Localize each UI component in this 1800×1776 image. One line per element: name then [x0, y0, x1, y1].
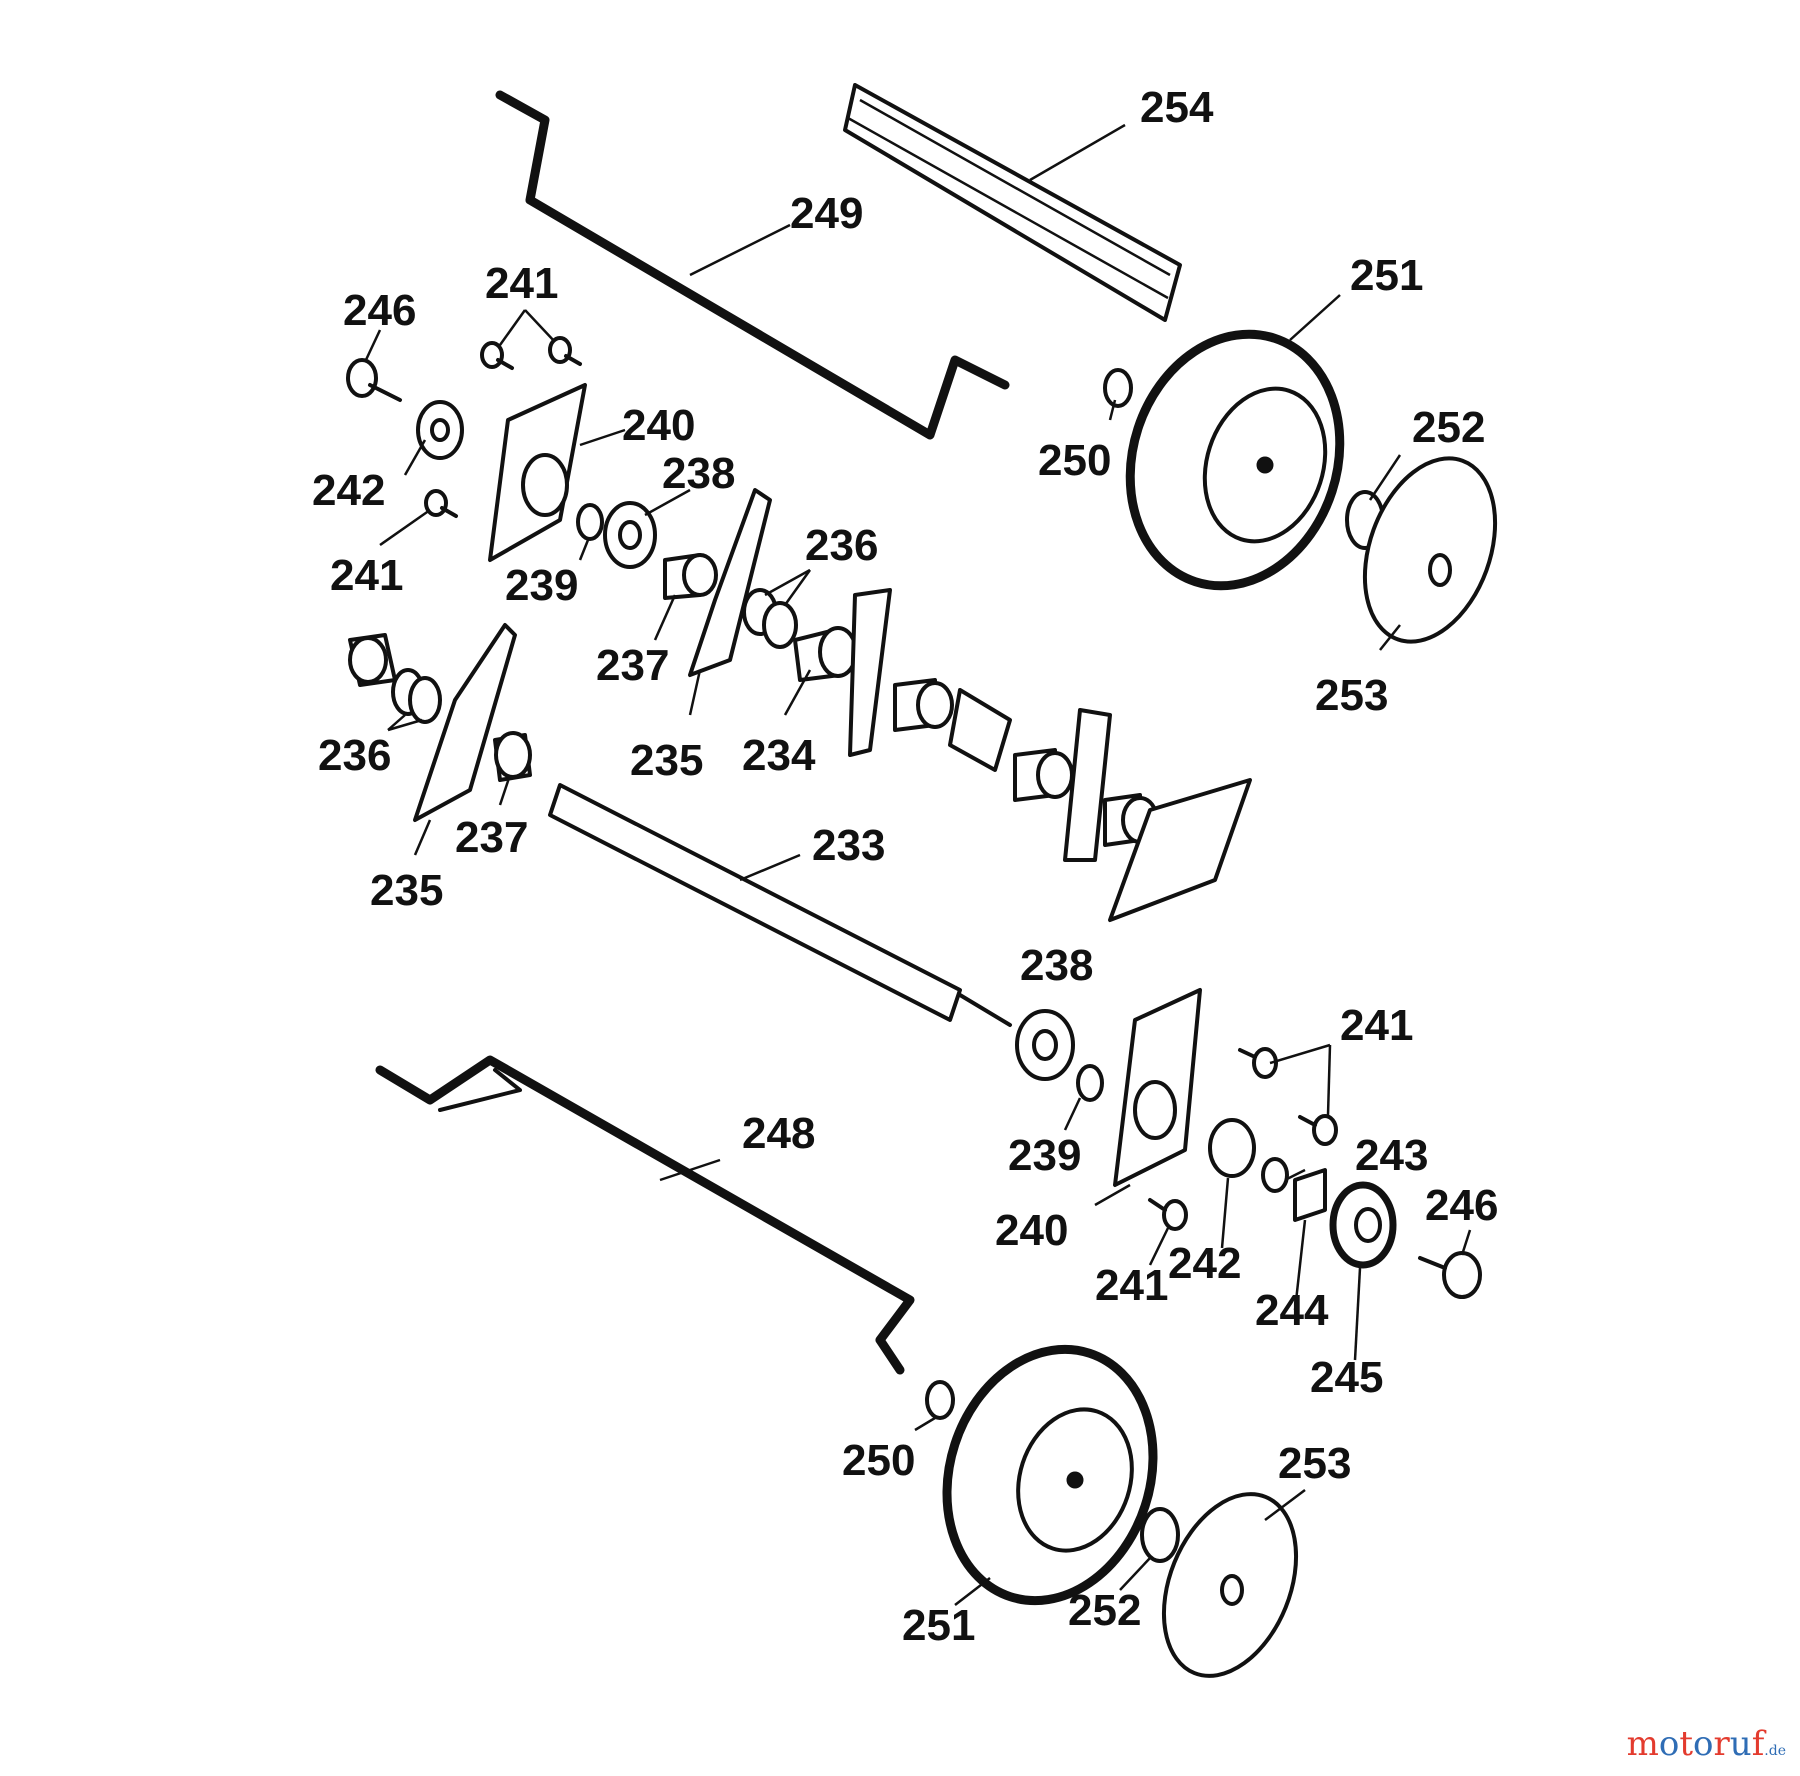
- part-252-hubcap-lower: [1140, 1507, 1180, 1563]
- part-239-washer-upper: [576, 503, 604, 541]
- label-239-lower: 239: [1008, 1131, 1081, 1180]
- label-240-lower: 240: [995, 1206, 1068, 1255]
- part-243-washer-lower: [1261, 1157, 1289, 1193]
- part-blade-mid-a: [848, 588, 892, 757]
- label-248: 248: [742, 1109, 815, 1158]
- part-240-side-plate-upper: [488, 383, 587, 562]
- part-246-bolt-upper: [346, 358, 402, 402]
- label-244: 244: [1255, 1286, 1329, 1335]
- label-235-left: 235: [370, 866, 443, 915]
- label-253-upper: 253: [1315, 671, 1388, 720]
- label-241-upper-a: 241: [485, 259, 558, 308]
- part-238-bearing-upper: [603, 501, 657, 569]
- part-254-bracket: [843, 83, 1182, 322]
- part-253-cover-lower: [1161, 1492, 1299, 1678]
- part-235-blade-upper: [688, 488, 772, 677]
- part-242-bearing-upper: [416, 400, 464, 460]
- part-235-blade-left: [413, 623, 517, 822]
- part-237-spacer-upper: [663, 553, 718, 600]
- label-251-lower: 251: [902, 1601, 975, 1650]
- label-235-upper: 235: [630, 736, 703, 785]
- part-236-ring-upper-b: [762, 601, 798, 649]
- label-245: 245: [1310, 1353, 1383, 1402]
- part-241-screw-lower-c: [1148, 1198, 1188, 1231]
- label-236-upper: 236: [805, 521, 878, 570]
- part-241-screw-lower-a: [1238, 1047, 1278, 1079]
- label-242-lower: 242: [1168, 1239, 1241, 1288]
- part-234-spacer: [793, 626, 858, 682]
- part-248-axle-rod: [375, 1055, 915, 1375]
- label-237-left: 237: [455, 813, 528, 862]
- part-labels: 254 249 251 246 241 240 250 252 242 238 …: [312, 83, 1498, 1650]
- watermark-text: motoruf: [1626, 1724, 1765, 1764]
- part-236-ring-left-b: [408, 676, 442, 724]
- label-246-lower: 246: [1425, 1181, 1498, 1230]
- label-239-upper: 239: [505, 561, 578, 610]
- label-236-left: 236: [318, 731, 391, 780]
- part-249-axle-rod: [495, 90, 1010, 440]
- part-blade-mid-b: [948, 688, 1012, 772]
- part-244-square-nut: [1293, 1168, 1327, 1222]
- label-251-upper: 251: [1350, 251, 1423, 300]
- label-250-lower: 250: [842, 1436, 915, 1485]
- part-236-spacer-left: [348, 633, 397, 687]
- watermark-suffix: .de: [1764, 1743, 1786, 1759]
- part-242-bearing-lower: [1208, 1118, 1256, 1178]
- label-250-upper: 250: [1038, 436, 1111, 485]
- label-254: 254: [1140, 83, 1214, 132]
- label-233: 233: [812, 821, 885, 870]
- label-237-upper: 237: [596, 641, 669, 690]
- part-241-screw-lower-b: [1298, 1114, 1338, 1146]
- part-241-screw-upper-b: [548, 336, 582, 366]
- part-239-washer-lower: [1076, 1064, 1104, 1102]
- label-241-lower-a: 241: [1340, 1001, 1413, 1050]
- part-245-gear: [1329, 1181, 1397, 1269]
- part-250-washer-lower: [925, 1380, 955, 1420]
- part-233-shaft: [548, 783, 1012, 1027]
- part-237-spacer-left: [493, 731, 532, 782]
- label-249: 249: [790, 189, 863, 238]
- label-252-upper: 252: [1412, 403, 1485, 452]
- part-251-wheel-lower: [942, 1344, 1158, 1606]
- label-240-upper: 240: [622, 401, 695, 450]
- part-253-cover-upper: [1362, 456, 1498, 644]
- part-241-screw-upper-a: [480, 341, 514, 370]
- label-241-upper-b: 241: [330, 551, 403, 600]
- label-238-upper: 238: [662, 449, 735, 498]
- part-246-bolt-lower: [1418, 1251, 1482, 1299]
- part-blade-mid-c: [1063, 708, 1112, 862]
- label-243: 243: [1355, 1131, 1428, 1180]
- part-spacer-mid-b: [1013, 748, 1074, 802]
- part-spacer-mid-a: [893, 678, 954, 732]
- label-246-upper: 246: [343, 286, 416, 335]
- part-250-washer-upper: [1103, 368, 1133, 408]
- watermark-logo: motoruf.de: [1627, 1724, 1786, 1764]
- label-241-lower-b: 241: [1095, 1261, 1168, 1310]
- part-blade-mid-d: [1108, 778, 1252, 922]
- part-238-bearing-lower: [1015, 1009, 1075, 1081]
- part-251-wheel-upper: [1125, 329, 1345, 591]
- label-242-upper: 242: [312, 466, 385, 515]
- label-252-lower: 252: [1068, 1586, 1141, 1635]
- label-253-lower: 253: [1278, 1439, 1351, 1488]
- part-241-screw-upper-c: [424, 489, 458, 518]
- leader-lines: [363, 123, 1472, 1606]
- label-234: 234: [742, 731, 816, 780]
- part-240-side-plate-lower: [1113, 988, 1202, 1187]
- label-238-lower: 238: [1020, 941, 1093, 990]
